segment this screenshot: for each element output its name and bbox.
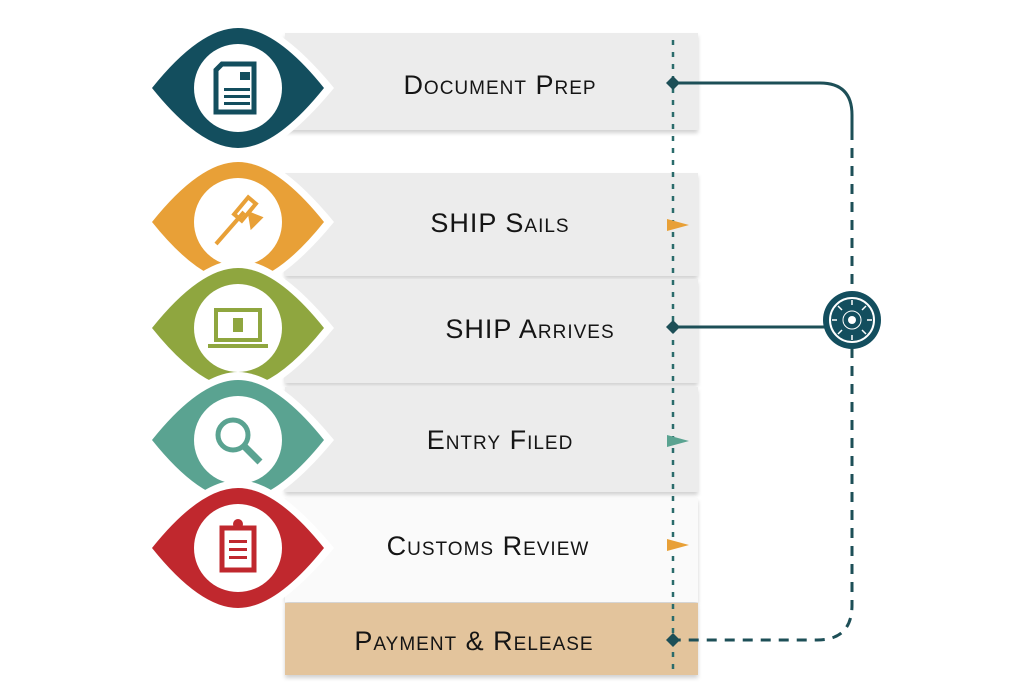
step-label: SHIP Arrives: [445, 314, 615, 344]
badge-ship-arrives: [142, 260, 334, 396]
step-label: Payment & Release: [354, 626, 594, 656]
diamond-marker: [666, 320, 680, 334]
magnifier-icon: [215, 417, 263, 465]
diamond-marker: [666, 76, 680, 90]
hub-sun-icon: [823, 291, 881, 349]
badge-entry-filed: [142, 372, 334, 508]
document-icon: [213, 61, 257, 115]
step-label: Customs Review: [386, 531, 590, 561]
step-label: Entry Filed: [426, 425, 574, 455]
laptop-icon: [208, 308, 268, 348]
connector-top: [673, 81, 854, 292]
step-panel-ship-arrives: [285, 279, 698, 383]
triangle-marker: [667, 219, 689, 231]
step-panel-payment-release: [285, 603, 698, 675]
step-label: SHIP Sails: [430, 208, 570, 238]
step-panel-ship-sails: [285, 173, 698, 276]
hammer-icon: [214, 194, 264, 246]
connector-bottom: [673, 348, 854, 642]
badge-document-prep: [142, 20, 334, 156]
step-label: Document Prep: [403, 70, 597, 100]
diamond-marker: [666, 633, 680, 647]
triangle-marker: [667, 539, 689, 551]
step-panel-document-prep: [285, 33, 698, 130]
triangle-marker: [667, 435, 689, 447]
step-panel-customs-review: [285, 498, 698, 602]
badge-ship-sails: [142, 154, 334, 290]
step-panel-entry-filed: [285, 387, 698, 492]
badge-customs-review: [142, 480, 334, 616]
clipboard-icon: [219, 519, 257, 573]
